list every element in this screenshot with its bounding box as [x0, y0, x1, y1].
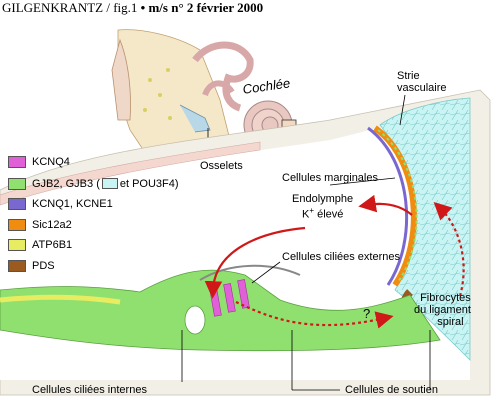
inner-hair-cell [184, 305, 206, 335]
figure-header: GILGENKRANTZ / fig.1 • m/s n° 2 février … [2, 0, 264, 15]
legend-label-kcnq1: KCNQ1, KCNE1 [32, 198, 113, 210]
header-author: GILGENKRANTZ / fig.1 [2, 0, 138, 15]
outer-ear [111, 38, 131, 121]
stria-marginal-layer [367, 126, 409, 286]
label-osselets: Osselets [200, 160, 243, 172]
legend-label-gjb: GJB2, GJB3 ( et POU3F4) [32, 178, 179, 190]
label-k-sup: + [309, 206, 315, 215]
legend-swatch-kcnq4 [8, 156, 26, 168]
tectorial-membrane [199, 264, 301, 281]
label-k: K [302, 208, 310, 221]
arrow-to-hair-cells [204, 226, 306, 299]
legend-swatch-atp6b1 [8, 239, 26, 251]
legend-label-kcnq4: KCNQ4 [32, 156, 70, 168]
arrow-to-endolymph [358, 194, 413, 216]
arrow-through-ligament [433, 201, 465, 297]
ossicles [179, 104, 211, 133]
label-cellules-marginales: Cellules marginales [282, 172, 378, 184]
legend-swatch-pou3f4 [101, 178, 118, 189]
label-endolymphe: Endolymphe [292, 193, 354, 205]
label-vasculaire: vasculaire [397, 82, 447, 94]
label-fibrocytes-line1: Fibrocytes [420, 292, 471, 304]
label-k-eleve: K+ élevé [302, 205, 343, 221]
legend-swatch-sic12a2 [8, 219, 26, 231]
cochlear-duct-section [0, 89, 491, 396]
label-fibrocytes-line2: du ligament [414, 304, 471, 316]
label-fibrocytes: Fibrocytes du ligament spiral [414, 292, 471, 328]
k-recycling-arrows [204, 194, 465, 329]
stria-orange-layer [373, 125, 417, 287]
label-strie: Strie [397, 70, 420, 82]
label-cellules-ciliees-internes: Cellules ciliées internes [32, 384, 147, 396]
atp6b1-cells [0, 294, 121, 305]
label-fibrocytes-line3: spiral [437, 316, 464, 328]
label-eleve: élevé [317, 208, 344, 221]
legend-label-atp6b1: ATP6B1 [32, 239, 73, 251]
legend-label-pds: PDS [32, 260, 55, 272]
arrow-through-support-cells [235, 301, 394, 329]
label-cellules-ciliees-externes: Cellules ciliées externes [282, 251, 400, 263]
legend-label-gjb-a: GJB2, GJB3 ( [32, 178, 100, 190]
legend-swatch-gjb [8, 178, 26, 190]
legend-label-sic12a2: Sic12a2 [32, 219, 72, 231]
label-cellules-soutien: Cellules de soutien [345, 384, 438, 396]
legend-label-gjb-b: et POU3F4) [119, 178, 179, 190]
legend-swatch-pds [8, 260, 26, 272]
legend-swatch-kcnq1 [8, 198, 26, 210]
semicircular-canals [192, 41, 254, 112]
leader-lines [181, 94, 431, 391]
reissner-membrane [0, 141, 261, 206]
header-journal: m/s n° 2 février 2000 [148, 0, 264, 15]
label-question-mark: ? [363, 306, 371, 321]
